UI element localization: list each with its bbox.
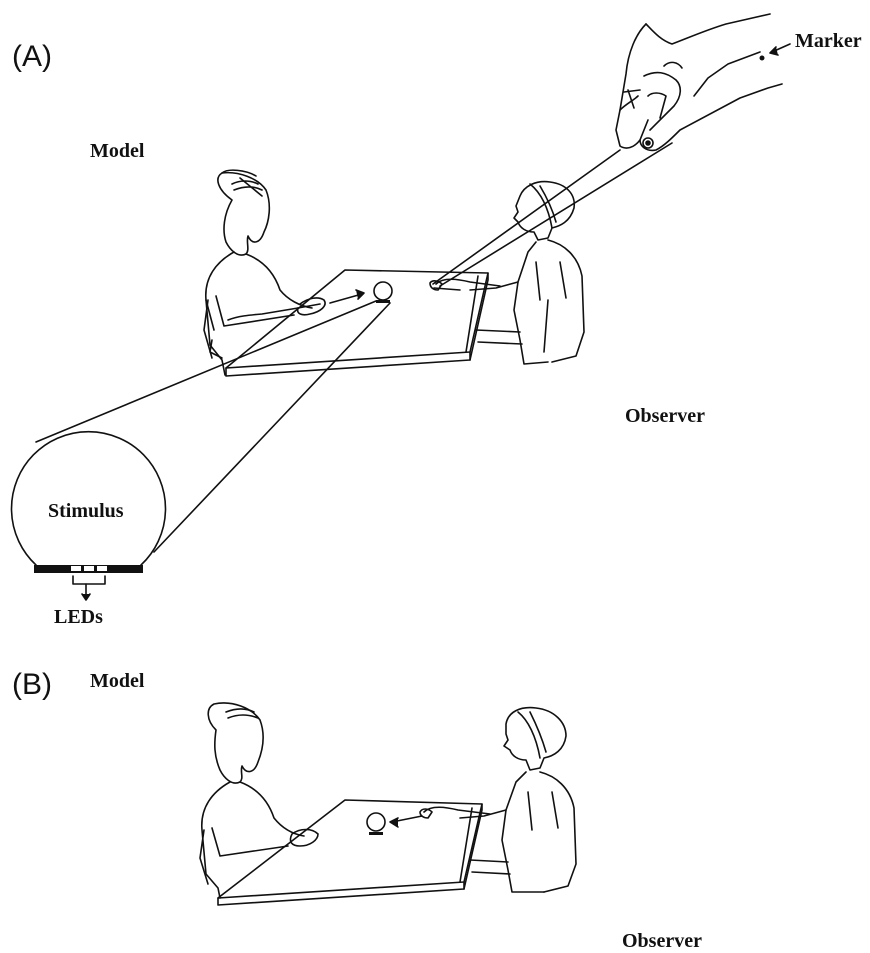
leds-pointer bbox=[73, 576, 105, 600]
hand-inset bbox=[616, 14, 782, 150]
panel-a-observer-label: Observer bbox=[625, 405, 705, 427]
panel-b-observer-figure bbox=[420, 708, 576, 892]
panel-a-zoom-lines-stimulus bbox=[36, 301, 390, 552]
panel-a-label: (A) bbox=[12, 40, 52, 73]
leds-label: LEDs bbox=[54, 606, 103, 628]
marker-arrow bbox=[770, 44, 790, 55]
panel-a-model-label: Model bbox=[90, 140, 145, 162]
panel-b-model-label: Model bbox=[90, 670, 145, 692]
panel-a-zoom-lines-hand bbox=[433, 143, 672, 286]
panel-b-observer-label: Observer bbox=[622, 930, 702, 952]
panel-b-stimulus-sphere bbox=[367, 813, 385, 835]
marker-dot bbox=[759, 55, 765, 61]
panel-a-reach-arrow bbox=[330, 290, 364, 303]
panel-b-model-figure bbox=[200, 703, 318, 898]
panel-b-reach-arrow bbox=[390, 816, 422, 827]
stimulus-enlarged bbox=[12, 432, 166, 573]
stimulus-label: Stimulus bbox=[48, 500, 124, 522]
panel-a-observer-figure bbox=[430, 182, 584, 364]
panel-a-stimulus-sphere bbox=[374, 282, 392, 303]
panel-b-table bbox=[218, 800, 482, 905]
panel-a-model-figure bbox=[204, 170, 325, 375]
panel-a-table bbox=[226, 270, 488, 376]
panel-b-label: (B) bbox=[12, 668, 52, 701]
marker-label: Marker bbox=[795, 30, 862, 52]
